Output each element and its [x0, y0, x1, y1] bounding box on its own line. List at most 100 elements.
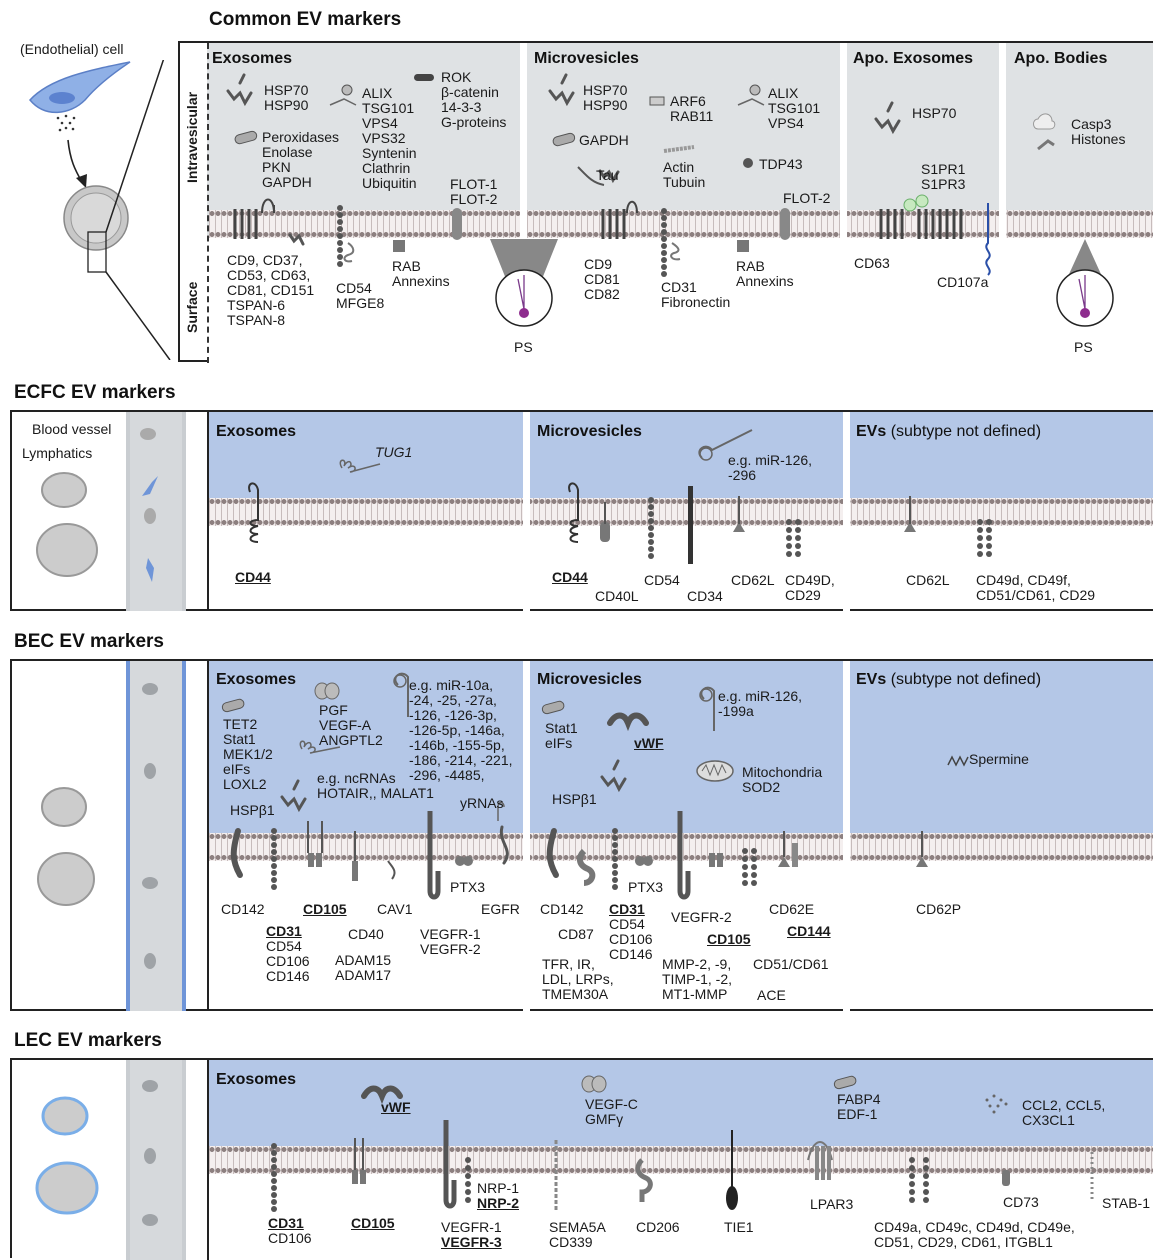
- endothelial-cell-icon: [30, 62, 130, 112]
- flotillin-icon: [452, 208, 462, 240]
- integrin-icon: [977, 519, 983, 525]
- chaperone-icon: [876, 103, 899, 131]
- ecfc-panel: Blood vessel Lymphatics Exosomes Microve…: [10, 410, 1153, 611]
- lec-cd73-label: CD73: [1003, 1195, 1039, 1210]
- bec-cd144-label: CD144: [787, 924, 831, 939]
- bec-exo-hsp-label: HSPβ1: [230, 803, 275, 818]
- lec-sema-label: SEMA5A CD339: [549, 1220, 606, 1250]
- exo-flot-label: FLOT-1 FLOT-2: [450, 177, 497, 207]
- vegfr-icon: [430, 811, 438, 897]
- integrin-icon: [786, 519, 792, 525]
- bec-exo-cd31-label: CD31: [266, 924, 302, 939]
- cell-icon: [140, 428, 156, 440]
- bec-mv-mir-label: e.g. miR-126, -199a: [718, 689, 802, 719]
- bec-ncrna-label: e.g. ncRNAs HOTAIR,, MALAT1: [317, 771, 434, 801]
- ecfc-cd40l-label: CD40L: [595, 589, 639, 604]
- vwf-icon: [610, 716, 646, 724]
- lec-cd49-label: CD49a, CD49c, CD49d, CD49e, CD51, CD29, …: [874, 1220, 1075, 1250]
- lec-cd31-label: CD31: [268, 1216, 304, 1231]
- apoexo-cd63-label: CD63: [854, 256, 890, 271]
- ecfc-cd49d-label: CD49D, CD29: [785, 573, 835, 603]
- lec-fabp4-label: FABP4 EDF-1: [837, 1092, 881, 1122]
- endothelial-cell-icon: [146, 558, 154, 582]
- bec-exo-mir-label: e.g. miR-10a, -24, -25, -27a, -126, -126…: [409, 678, 513, 783]
- mv-gapdh-label: GAPDH: [579, 133, 629, 148]
- nrp-icon: [465, 1157, 471, 1163]
- bec-cd62e-label: CD62E: [769, 902, 814, 917]
- s1p-icon: [904, 199, 916, 211]
- lec-nrp2-label: NRP-2: [477, 1196, 519, 1211]
- ecfc-cd54-label: CD54: [644, 573, 680, 588]
- lec-vegfr1-label: VEGFR-1: [441, 1220, 502, 1235]
- enzyme-icon: [833, 1075, 857, 1089]
- vegfr3-icon: [446, 1120, 454, 1206]
- lec-nrp1-label: NRP-1: [477, 1181, 519, 1196]
- cav1-icon: [388, 861, 395, 879]
- chaperone-icon: [228, 75, 251, 103]
- rna-icon: [340, 460, 380, 472]
- exo-rok-label: ROK β-catenin 14-3-3 G-proteins: [441, 70, 506, 130]
- cd73-icon: [1002, 1170, 1010, 1186]
- cd31-icon: [661, 208, 667, 214]
- selectin-icon: [916, 857, 928, 867]
- exo-perox-label: Peroxidases Enolase PKN GAPDH: [262, 130, 339, 190]
- tetraspanin-icon: [919, 209, 961, 239]
- rok-icon: [414, 74, 434, 81]
- bec-pgf-label: PGF VEGF-A ANGPTL2: [319, 703, 383, 748]
- vegfr-icon: [680, 811, 688, 897]
- mv-flot-label: FLOT-2: [783, 191, 830, 206]
- bec-cd51-label: CD51/CD61: [753, 957, 828, 972]
- bec-mmp-label: MMP-2, -9, TIMP-1, -2, MT1-MMP: [662, 957, 732, 1002]
- lec-vwf-label: vWF: [381, 1100, 411, 1115]
- bec-exo-cd142-label: CD142: [221, 902, 265, 917]
- vesicle-icon: [37, 524, 97, 576]
- cd44-icon: [249, 483, 258, 542]
- cell-nucleus-icon: [49, 92, 75, 104]
- cd54-icon: [337, 205, 343, 211]
- lec-ccl-label: CCL2, CCL5, CX3CL1: [1022, 1098, 1105, 1128]
- common-icons: [180, 43, 1153, 363]
- cd34-icon: [688, 486, 693, 564]
- casp3-icon: [1034, 114, 1055, 129]
- lec-lpar3-label: LPAR3: [810, 1197, 853, 1212]
- lec-title: LEC EV markers: [14, 1030, 162, 1052]
- vwf-icon: [364, 1089, 400, 1097]
- tetraspanin-icon: [603, 209, 624, 239]
- cd105-icon: [352, 1170, 358, 1184]
- bec-tet2-label: TET2 Stat1 MEK1/2 eIFs LOXL2: [223, 717, 273, 792]
- bec-mv-cd31-label: CD31: [609, 902, 645, 917]
- ecfc-evs-cd49-label: CD49d, CD49f, CD51/CD61, CD29: [976, 573, 1095, 603]
- common-title: Common EV markers: [209, 9, 401, 31]
- cd144-icon: [792, 843, 798, 867]
- ecfc-mv-cd44-label: CD44: [552, 570, 588, 585]
- ecfc-evs-cd62l-label: CD62L: [906, 573, 950, 588]
- histone-icon: [1038, 141, 1054, 149]
- tetraspanin-icon: [235, 209, 256, 239]
- ps-left-label: PS: [514, 340, 533, 355]
- bec-tfr-label: TFR, IR, LDL, LRPs, TMEM30A: [542, 957, 614, 1002]
- selectin-icon: [778, 857, 790, 867]
- mv-tau-label: Tau: [596, 168, 619, 183]
- lec-vegfr3-label: VEGFR-3: [441, 1235, 502, 1250]
- lec-panel: Exosomes: [10, 1058, 1153, 1258]
- bec-spermine-label: Spermine: [969, 752, 1029, 767]
- apoexo-cd107-label: CD107a: [937, 275, 988, 290]
- bec-mv-cd31-rest-label: CD54 CD106 CD146: [609, 917, 653, 962]
- vesicle-release-dots-icon: [57, 115, 76, 132]
- bec-exo-ptx3-label: PTX3: [450, 880, 485, 895]
- vesicle-icon: [42, 788, 86, 826]
- common-panel: Intravesicular Surface Exosomes Microves…: [178, 41, 1153, 362]
- vesicle-icon: [37, 1163, 97, 1213]
- chemokine-icon: [986, 1095, 1008, 1114]
- cd40l-icon: [600, 522, 610, 542]
- cd105-icon: [308, 853, 314, 867]
- alix-icon: [750, 85, 760, 95]
- bec-cav1-label: CAV1: [377, 902, 413, 917]
- mv-tdp-label: TDP43: [759, 157, 803, 172]
- mv-arf-label: ARF6 RAB11: [670, 94, 713, 124]
- enzyme-icon: [552, 132, 576, 146]
- mv-cd9-label: CD9 CD81 CD82: [584, 257, 620, 302]
- bec-cd62p-label: CD62P: [916, 902, 961, 917]
- bec-vegfr-label: VEGFR-1 VEGFR-2: [420, 927, 481, 957]
- cd31-icon: [612, 828, 618, 834]
